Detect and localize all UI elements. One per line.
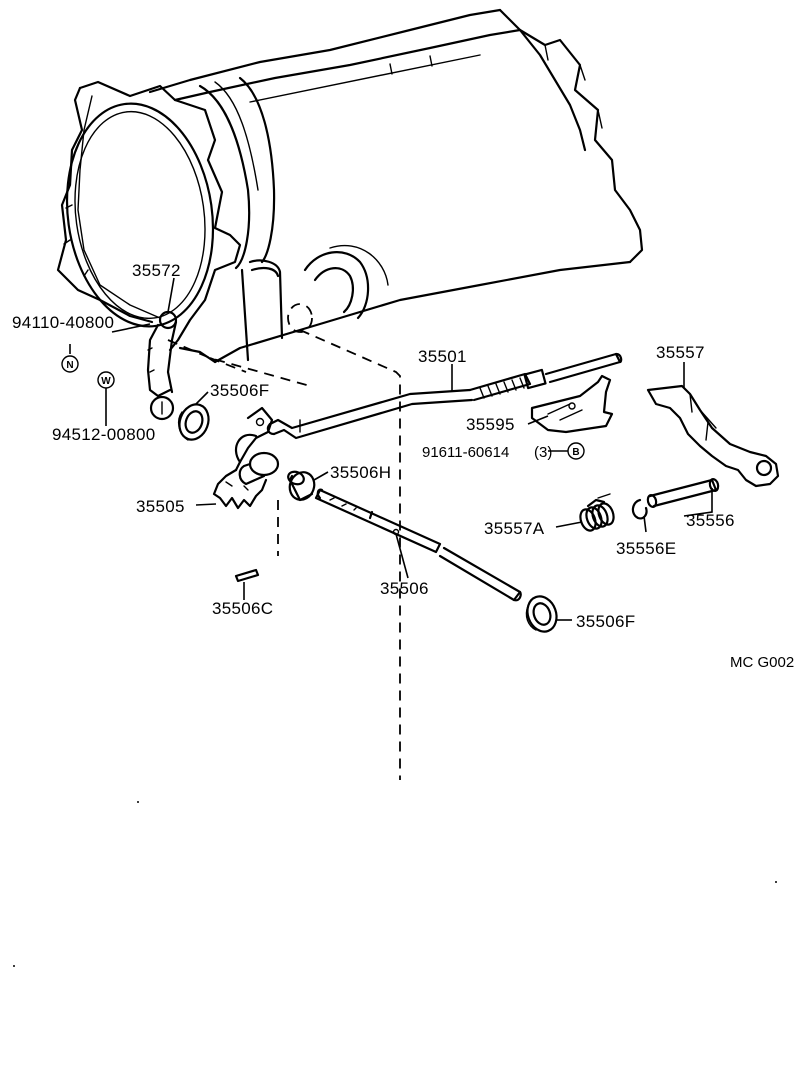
label-35501: 35501 [418, 347, 467, 366]
leader-lines [69, 277, 713, 621]
badge-w-text: W [101, 376, 111, 387]
spring-35557A [579, 493, 615, 532]
label-94110-40800: 94110-40800 [12, 313, 114, 332]
label-91611-60614: 91611-60614 [422, 444, 509, 461]
label-35556E: 35556E [616, 539, 676, 558]
bushing-35506H [287, 470, 316, 502]
pin-35506C [234, 568, 260, 583]
diagram-code: MC G002 [730, 654, 794, 671]
label-35556: 35556 [686, 511, 735, 530]
badge-b-text: B [572, 447, 579, 458]
badge-b: B [567, 442, 585, 460]
bracket-35572-part [146, 310, 178, 421]
e-ring-35556E [631, 498, 648, 520]
pin-35556 [646, 478, 720, 508]
label-91611-qty: (3) [534, 444, 552, 461]
detent-plate-35505 [212, 406, 280, 510]
label-35506: 35506 [380, 579, 429, 598]
label-35505: 35505 [136, 497, 185, 516]
seal-35506F-lower [525, 595, 558, 633]
alignment-lines [167, 329, 401, 780]
seal-35506F-upper [177, 403, 210, 441]
label-94512-00800: 94512-00800 [52, 425, 156, 444]
badge-w: W [97, 371, 115, 389]
label-35506C: 35506C [212, 599, 273, 618]
label-35506F-lower: 35506F [576, 612, 635, 631]
rod-35501 [266, 352, 623, 440]
lever-35557 [646, 384, 780, 488]
badge-n-text: N [66, 360, 73, 371]
label-35506H: 35506H [330, 463, 391, 482]
label-35595: 35595 [466, 415, 515, 434]
label-35506F-upper: 35506F [210, 381, 269, 400]
badge-n: N [61, 355, 79, 373]
label-35557: 35557 [656, 343, 705, 362]
transmission-housing [56, 8, 644, 364]
label-35572: 35572 [132, 261, 181, 280]
bracket-35595 [530, 374, 614, 434]
label-35557A: 35557A [484, 519, 545, 538]
scan-specks [13, 801, 777, 967]
